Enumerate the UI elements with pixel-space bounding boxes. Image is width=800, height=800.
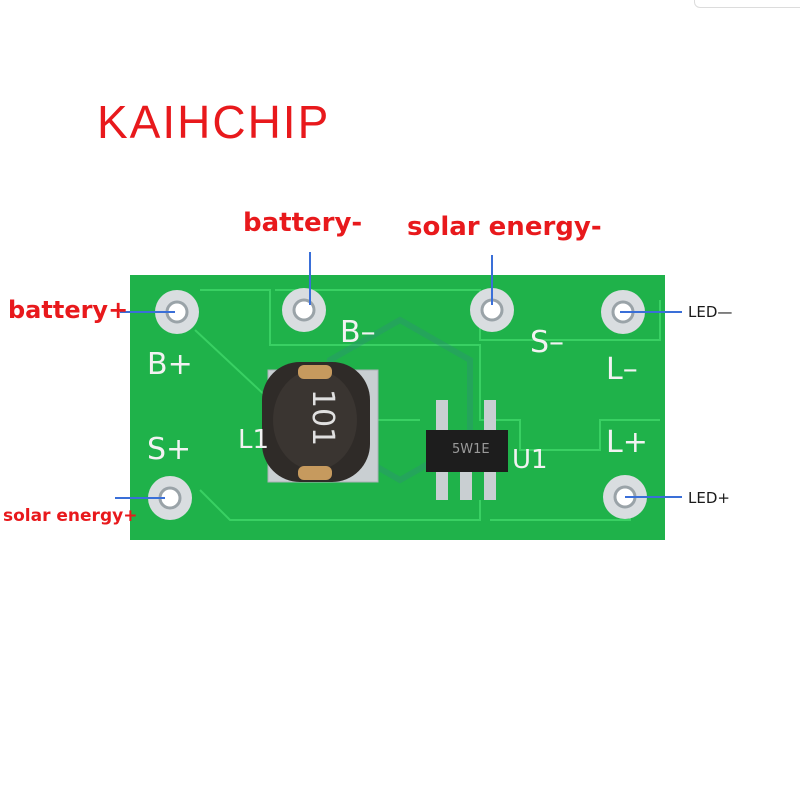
label-battery-minus: battery- <box>243 208 363 238</box>
pointer-lines <box>115 252 682 499</box>
label-solar-energy-plus: solar energy+ <box>3 506 138 526</box>
label-led-plus: LED+ <box>688 489 730 507</box>
silk-b-minus: B– <box>340 315 376 350</box>
silk-b-plus: B+ <box>147 347 193 382</box>
inductor-marking: 101 <box>305 388 341 447</box>
silk-l-minus: L– <box>606 352 638 387</box>
pad-s-plus <box>148 476 192 520</box>
chip-u1 <box>426 400 508 500</box>
silk-u1: U1 <box>512 445 548 475</box>
chip-marking: 5W1E <box>452 442 490 457</box>
silk-s-minus: S– <box>530 325 565 360</box>
inductor-l1 <box>262 362 379 483</box>
top-right-frame <box>694 0 800 8</box>
label-battery-plus: battery+ <box>8 296 129 324</box>
pad-b-minus <box>282 288 326 332</box>
pcb-board <box>130 275 665 540</box>
silk-l-plus: L+ <box>606 425 648 460</box>
label-led-minus: LED— <box>688 303 733 321</box>
silk-l1: L1 <box>238 425 270 455</box>
brand-logo-text: KAIHCHIP <box>97 96 331 148</box>
label-solar-energy-minus: solar energy- <box>407 212 602 242</box>
silk-s-plus: S+ <box>147 432 192 467</box>
